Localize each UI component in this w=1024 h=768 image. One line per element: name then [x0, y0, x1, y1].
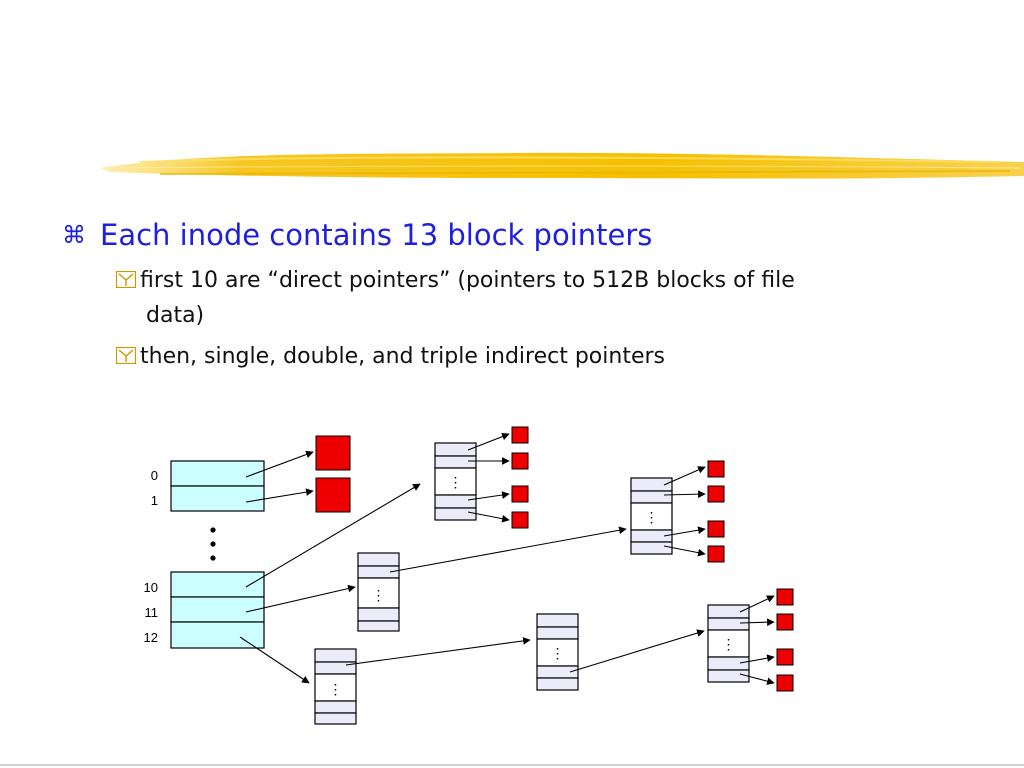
- inode-gap-ellipsis: [210, 527, 216, 561]
- data-block: [776, 588, 794, 606]
- data-block: [776, 674, 794, 692]
- inode-slot-0: [170, 460, 265, 487]
- triple-indirect-level3-block: [707, 604, 750, 683]
- sub-bullet-direct-cont: data): [146, 303, 204, 328]
- sub-bullet-direct-text-cont: data): [146, 303, 205, 328]
- triple-indirect-level2-block: [536, 613, 579, 691]
- ellipsis-icon: ⋮: [329, 681, 343, 697]
- command-bullet-icon: ⌘: [62, 221, 86, 249]
- direct-data-block: [315, 477, 351, 513]
- inode-label-11: 11: [145, 605, 159, 620]
- inode-slot-12: [170, 621, 265, 649]
- indirect-block-right: [630, 477, 673, 555]
- data-block: [511, 485, 529, 503]
- triple-indirect-block: [314, 648, 357, 725]
- title-brush-stroke: [100, 152, 1024, 179]
- inode-slot-1: [170, 485, 265, 512]
- data-block: [707, 520, 725, 538]
- inode-table: [170, 460, 265, 649]
- inode-label-12: 12: [144, 630, 158, 645]
- data-block: [707, 545, 725, 563]
- data-block: [776, 613, 794, 631]
- inode-label-10: 10: [144, 580, 158, 595]
- data-block: [707, 485, 725, 503]
- ellipsis-icon: ⋮: [645, 509, 659, 525]
- footer-divider: [0, 764, 1024, 766]
- y-box-icon: [116, 347, 136, 364]
- ellipsis-icon: ⋮: [449, 474, 463, 490]
- sub-bullet-indirect-text: then, single, double, and triple indirec…: [140, 344, 665, 369]
- main-bullet: ⌘ Each inode contains 13 block pointers: [62, 218, 652, 252]
- sub-bullet-direct: first 10 are “direct pointers” (pointers…: [116, 268, 795, 293]
- main-bullet-text: Each inode contains 13 block pointers: [100, 218, 653, 252]
- data-block: [707, 460, 725, 478]
- ellipsis-icon: ⋮: [722, 636, 736, 652]
- data-block: [776, 648, 794, 666]
- sub-bullet-indirect: then, single, double, and triple indirec…: [116, 344, 665, 369]
- ellipsis-icon: ⋮: [372, 587, 386, 603]
- data-block: [511, 452, 529, 470]
- inode-slot-11: [170, 596, 265, 623]
- data-block: [511, 511, 529, 529]
- inode-label-0: 0: [151, 468, 158, 483]
- pointer-arrows: [239, 432, 775, 685]
- indirect-block-top: [434, 442, 477, 521]
- single-indirect-block: [357, 552, 400, 632]
- inode-label-1: 1: [151, 493, 158, 508]
- direct-data-block: [315, 435, 351, 471]
- ellipsis-icon: ⋮: [551, 645, 565, 661]
- y-box-icon: [116, 271, 136, 288]
- sub-bullet-direct-text: first 10 are “direct pointers” (pointers…: [140, 268, 795, 293]
- data-block: [511, 426, 529, 444]
